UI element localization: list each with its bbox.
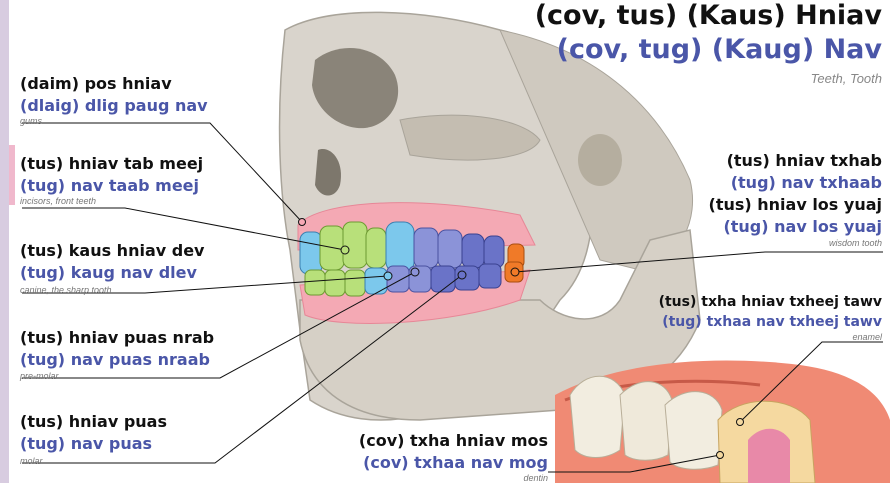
premolar-english: pre-molar <box>20 371 59 381</box>
line-enamel <box>739 341 883 423</box>
molar-hmong: (tus) hniav puas <box>20 412 167 431</box>
upper-teeth <box>299 221 525 275</box>
ear-canal <box>578 134 622 186</box>
dentin-hmong: (cov) txha hniav mos <box>358 431 548 450</box>
incisor-lower-1 <box>304 269 326 296</box>
incisor-upper-4 <box>365 227 387 269</box>
incisors-english: incisors, front teeth <box>20 196 97 206</box>
dot-molar <box>457 270 467 280</box>
line-wisdom <box>514 251 883 273</box>
gums-hmong: (daim) pos hniav <box>20 74 172 93</box>
gums-english: gums <box>20 116 43 126</box>
enamel-blue: (tug) txhaa nav txheej tawv <box>662 314 882 330</box>
lower-teeth <box>304 261 524 297</box>
wisdom-blue-2: (tug) nav los yuaj <box>723 217 882 236</box>
molar-english: molar <box>20 456 43 466</box>
premolar-upper-1 <box>413 227 439 269</box>
premolar-blue: (tug) nav puas nraab <box>20 350 210 369</box>
title-english: Teeth, Tooth <box>810 71 882 86</box>
dot-premolar <box>410 267 420 277</box>
molar-lower-3 <box>478 263 502 289</box>
incisors-blue: (tug) nav taab meej <box>20 176 199 195</box>
leader-lines <box>22 122 883 473</box>
line-molar <box>22 274 463 464</box>
wisdom-hmong-1: (tus) hniav txhab <box>726 151 882 170</box>
premolar-upper-2 <box>437 229 463 269</box>
dot-wisdom <box>510 267 520 277</box>
gums-blue: (dlaig) dlig paug nav <box>20 96 208 115</box>
dot-incisors <box>340 245 350 255</box>
inset-pulp <box>748 428 790 483</box>
inset-tooth-1 <box>569 375 626 458</box>
incisor-lower-2 <box>324 269 346 297</box>
title-blue: (cov, tug) (Kaug) Nav <box>556 34 882 65</box>
enamel-english: enamel <box>852 332 882 342</box>
molar-upper-1 <box>461 233 485 269</box>
molar-blue: (tug) nav puas <box>20 434 153 453</box>
line-premolar <box>22 271 416 379</box>
incisor-upper-3 <box>342 221 368 269</box>
line-canine <box>22 275 389 294</box>
canine-upper <box>385 221 415 273</box>
incisor-lower-3 <box>344 269 366 297</box>
title-hmong: (cov, tus) (Kaus) Hniav <box>534 0 882 31</box>
left-decor-accent <box>9 145 15 205</box>
incisors-hmong: (tus) hniav tab meej <box>20 154 204 173</box>
dentin-english: dentin <box>523 473 548 483</box>
left-decor-strip <box>0 0 9 483</box>
premolar-hmong: (tus) hniav puas nrab <box>20 328 215 347</box>
dot-canine <box>383 271 393 281</box>
wisdom-blue-1: (tug) nav txhaab <box>730 173 882 192</box>
line-dentin <box>548 454 721 473</box>
molar-upper-2 <box>483 235 505 269</box>
line-incisors <box>22 207 346 251</box>
inset-tooth-2 <box>619 381 673 461</box>
dot-gums <box>298 218 306 226</box>
eye-socket <box>312 48 399 129</box>
nasal-cavity <box>315 149 341 196</box>
dot-enamel <box>736 418 744 426</box>
inset-tooth-3 <box>664 391 723 470</box>
incisor-upper-1 <box>299 231 323 275</box>
line-gums <box>22 122 303 223</box>
dot-dentin <box>716 451 724 459</box>
molar-lower-1 <box>430 265 456 293</box>
wisdom-hmong-2: (tus) hniav los yuaj <box>708 195 883 214</box>
dentin-blue: (cov) txhaa nav mog <box>363 453 548 472</box>
canine-english: canine, the sharp tooth <box>20 285 112 295</box>
canine-lower <box>364 267 388 295</box>
canine-hmong: (tus) kaus hniav dev <box>20 241 205 260</box>
enamel-hmong: (tus) txha hniav txheej tawv <box>658 294 882 310</box>
canine-blue: (tug) kaug nav dlev <box>20 263 197 282</box>
wisdom-english: wisdom tooth <box>828 238 882 248</box>
zygomatic <box>399 114 541 161</box>
